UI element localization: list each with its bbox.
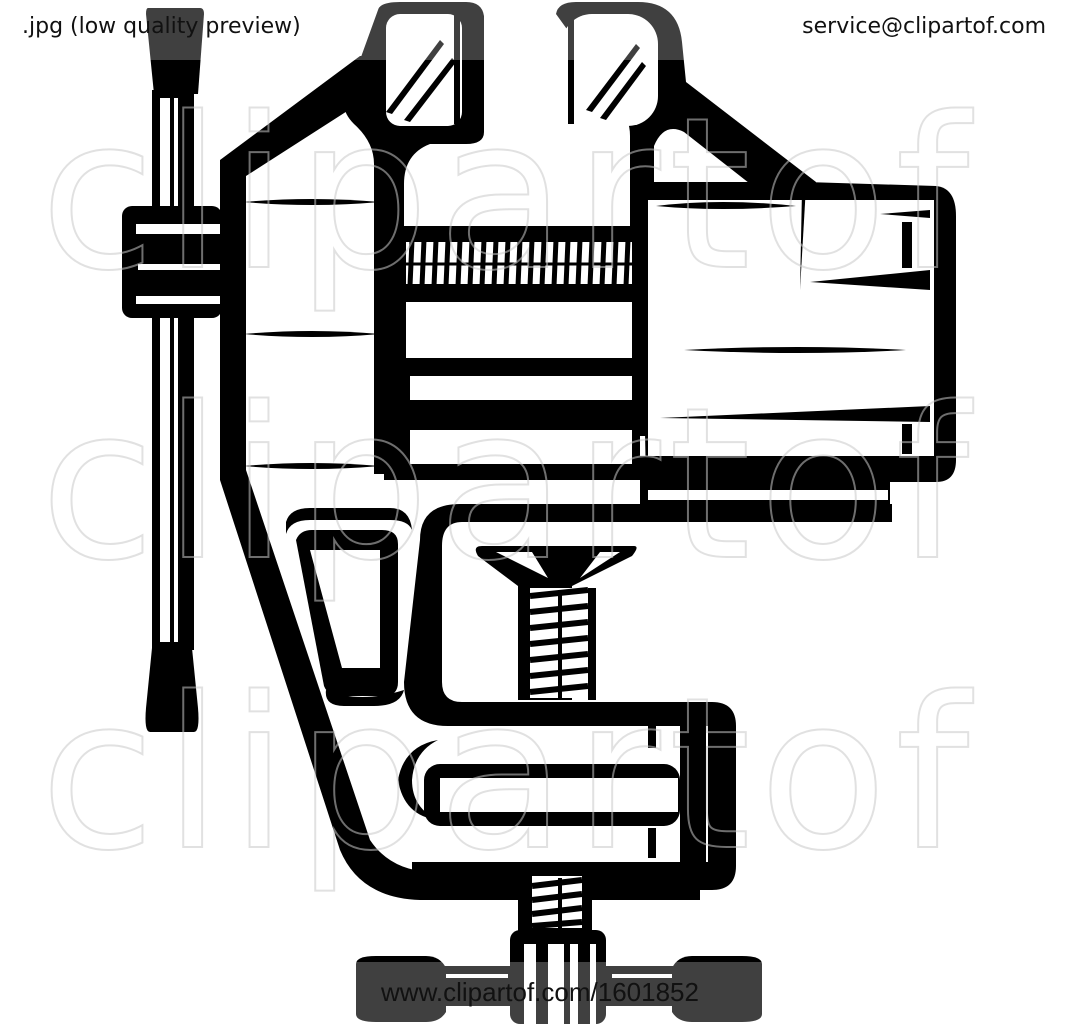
preview-quality-label: .jpg (low quality preview)	[22, 14, 301, 39]
image-source-url[interactable]: www.clipartof.com/1601852	[381, 977, 699, 1007]
header-band	[0, 0, 1080, 60]
handle-bar-icon	[145, 8, 204, 732]
service-email-link[interactable]: service@clipartof.com	[802, 14, 1046, 39]
footer-band	[0, 962, 1080, 1024]
